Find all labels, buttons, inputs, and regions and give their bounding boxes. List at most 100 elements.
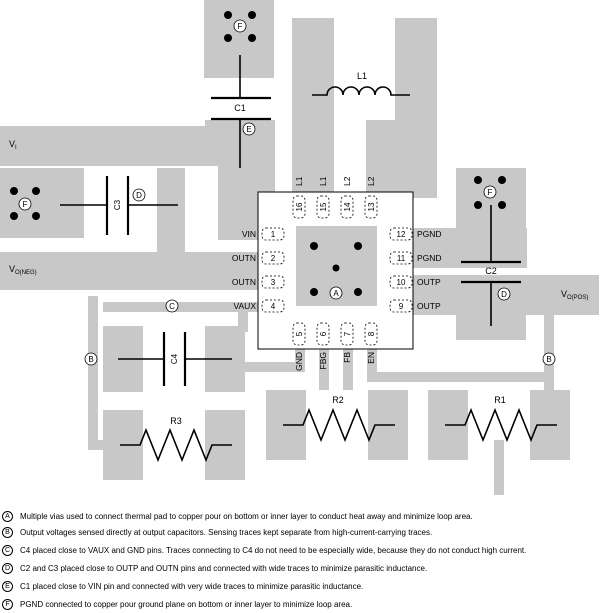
l2-pour [366, 120, 437, 198]
marker-b-right: B [542, 352, 556, 366]
fbg-trace [319, 330, 329, 390]
outn-bus [0, 252, 275, 290]
r2-label: R2 [332, 395, 344, 405]
r1-label: R1 [494, 395, 506, 405]
c1-label: C1 [234, 103, 246, 113]
note-marker: E [2, 580, 13, 592]
pin-number: 10 [397, 278, 406, 287]
via [248, 34, 256, 42]
sense-trace-left-foot [88, 440, 108, 450]
l1-label: L1 [357, 71, 367, 81]
note-marker: C [2, 544, 13, 556]
c4-label: C4 [170, 353, 179, 364]
en-trace [367, 330, 377, 378]
svg-text:D: D [501, 290, 507, 299]
pin-name: OUTN [232, 253, 256, 263]
l1-coil [312, 86, 410, 96]
vaux-trace [103, 302, 275, 312]
via [310, 288, 318, 296]
pin-name: L1 [294, 176, 304, 186]
pin-pad [261, 299, 285, 313]
pin-name: OUTN [232, 277, 256, 287]
note-marker: F [2, 598, 13, 610]
pin-names: VIN OUTN OUTN VAUX PGND PGND OUTP OUTP L… [232, 176, 442, 371]
via [310, 242, 318, 250]
note-e: E C1 placed close to VIN pin and connect… [2, 578, 363, 594]
via [474, 176, 482, 184]
vi-label: VI [9, 139, 17, 151]
note-a: A Multiple vias used to connect thermal … [2, 508, 473, 524]
marker-f-top: F [233, 19, 247, 33]
pin-pad [389, 299, 413, 313]
pin-number: 3 [271, 278, 276, 287]
pin-number: 2 [271, 254, 276, 263]
pin-number: 9 [399, 302, 404, 311]
svg-text:E: E [246, 125, 251, 134]
pin-number: 7 [343, 331, 352, 336]
pin-name: FB [342, 352, 352, 363]
pin-pad [389, 275, 413, 289]
pin-number: 16 [295, 202, 304, 211]
note-text: C2 and C3 placed close to OUTP and OUTN … [20, 563, 428, 573]
note-marker: B [2, 526, 13, 538]
pin-name: EN [366, 352, 376, 364]
svg-text:F: F [488, 188, 493, 197]
r2-zigzag [283, 407, 395, 443]
pin-pad [261, 275, 285, 289]
note-d: D C2 and C3 placed close to OUTP and OUT… [2, 560, 427, 576]
note-f: F PGND connected to copper pour ground p… [2, 596, 352, 612]
pin-number: 15 [319, 202, 328, 211]
callout-markers: F E F D F D A C B B [18, 19, 556, 366]
pin-name: OUTP [417, 277, 441, 287]
pin-pad [261, 227, 285, 241]
via [224, 11, 232, 19]
via [498, 201, 506, 209]
sense-trace-left [88, 296, 98, 446]
note-c: C C4 placed close to VAUX and GND pins. … [2, 542, 526, 558]
svg-text:B: B [88, 355, 93, 364]
via [332, 264, 340, 272]
via [354, 288, 362, 296]
pin-number: 6 [319, 331, 328, 336]
marker-f-right: F [483, 185, 497, 199]
svg-text:F: F [23, 200, 28, 209]
pin-name: PGND [417, 253, 442, 263]
pin-pad [340, 322, 354, 346]
pin-pad [292, 322, 306, 346]
gnd-trace [245, 362, 305, 372]
via [10, 187, 18, 195]
note-text: PGND connected to copper pour ground pla… [20, 599, 353, 609]
note-text: Multiple vias used to connect thermal pa… [20, 511, 473, 521]
marker-a: A [329, 286, 343, 300]
voneg-label: VO(NEG) [9, 264, 37, 276]
vopos-label: VO(POS) [561, 289, 588, 301]
marker-d-right: D [497, 287, 511, 301]
pgnd-pour-left [0, 168, 84, 238]
pin-number: 4 [271, 302, 276, 311]
pin-name: PGND [417, 229, 442, 239]
via [248, 11, 256, 19]
pin-name: FBG [318, 352, 328, 369]
marker-b-left: B [84, 352, 98, 366]
pin-pad [316, 322, 330, 346]
pin-name: L2 [366, 176, 376, 186]
pgnd-vias [10, 11, 506, 220]
pin-pad [389, 251, 413, 265]
svg-text:A: A [333, 289, 339, 298]
pin-pad [316, 195, 330, 219]
note-text: C4 placed close to VAUX and GND pins. Tr… [20, 545, 527, 555]
pin-pad [292, 195, 306, 219]
fb-trace [343, 330, 353, 390]
r3-zigzag [120, 427, 232, 463]
vaux-trace-drop [238, 302, 248, 332]
via [498, 176, 506, 184]
en-trace-h [367, 372, 553, 382]
via [10, 212, 18, 220]
marker-d-left: D [132, 188, 146, 202]
pin-pads [261, 195, 413, 346]
r3-label: R3 [170, 416, 182, 426]
pin-pad [364, 322, 378, 346]
marker-e: E [242, 122, 256, 136]
note-text: Output voltages sensed directly at outpu… [20, 527, 433, 537]
pin-name: VIN [242, 229, 256, 239]
